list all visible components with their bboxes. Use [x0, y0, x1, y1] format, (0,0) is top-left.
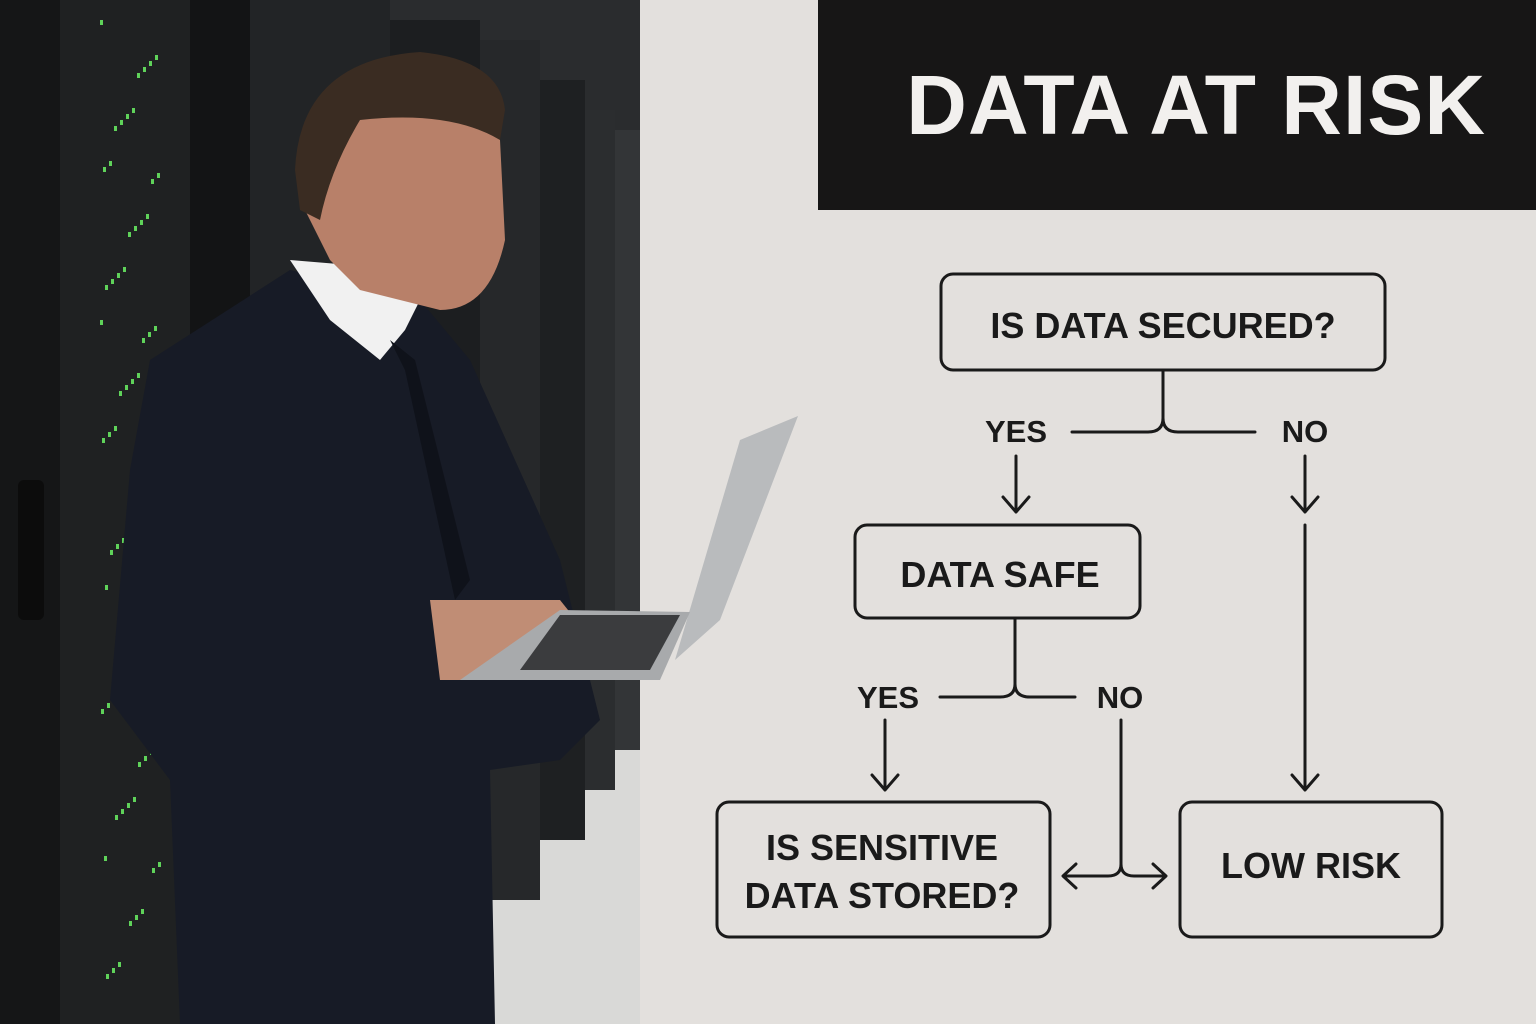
- led: [144, 756, 147, 761]
- led: [135, 915, 138, 920]
- led: [102, 438, 105, 443]
- led: [146, 214, 149, 219]
- led: [116, 544, 119, 549]
- led: [100, 20, 103, 25]
- led: [107, 703, 110, 708]
- led: [104, 856, 107, 861]
- node-data-safe: [853, 523, 1142, 620]
- arrow-no-1: [1290, 454, 1320, 514]
- title-text: DATA AT RISK: [906, 57, 1486, 152]
- node-label-sensitive-line2: DATA STORED?: [745, 875, 1020, 916]
- flowchart: [715, 272, 1444, 939]
- branch-connector-2: [938, 616, 1077, 699]
- led: [105, 285, 108, 290]
- led: [120, 120, 123, 125]
- led: [129, 921, 132, 926]
- node-low-risk: [1178, 800, 1444, 939]
- label-yes-1: YES: [985, 414, 1047, 449]
- led: [114, 426, 117, 431]
- arrow-no-2-split: [1061, 718, 1168, 890]
- led: [149, 61, 152, 66]
- branch-connector-1: [1070, 368, 1257, 434]
- node-label-low-risk: LOW RISK: [1221, 845, 1401, 886]
- led: [115, 815, 118, 820]
- led: [112, 968, 115, 973]
- led: [138, 762, 141, 767]
- led: [141, 909, 144, 914]
- led: [134, 226, 137, 231]
- led: [133, 797, 136, 802]
- led: [125, 385, 128, 390]
- led: [148, 332, 151, 337]
- led: [143, 67, 146, 72]
- led: [119, 391, 122, 396]
- node-label-sensitive-line1: IS SENSITIVE: [766, 827, 998, 868]
- led: [155, 55, 158, 60]
- label-yes-2: YES: [857, 680, 919, 715]
- led: [154, 326, 157, 331]
- led: [117, 273, 120, 278]
- label-no-2: NO: [1097, 680, 1144, 715]
- led: [108, 432, 111, 437]
- laptop: [460, 416, 798, 680]
- businessman: [110, 52, 600, 1024]
- led: [126, 114, 129, 119]
- led: [157, 173, 160, 178]
- led: [105, 585, 108, 590]
- label-no-1: NO: [1282, 414, 1329, 449]
- led: [127, 803, 130, 808]
- led: [109, 161, 112, 166]
- led: [123, 267, 126, 272]
- led: [101, 709, 104, 714]
- led: [128, 232, 131, 237]
- led: [132, 108, 135, 113]
- led: [137, 73, 140, 78]
- led: [131, 379, 134, 384]
- arrow-yes-2: [870, 718, 900, 792]
- led: [152, 868, 155, 873]
- led: [151, 179, 154, 184]
- title-banner: DATA AT RISK: [818, 0, 1536, 210]
- led: [118, 962, 121, 967]
- led: [100, 320, 103, 325]
- led: [121, 809, 124, 814]
- led: [140, 220, 143, 225]
- arrow-yes-1: [1001, 454, 1031, 514]
- led: [114, 126, 117, 131]
- led: [158, 862, 161, 867]
- led: [137, 373, 140, 378]
- flowchart-text: IS DATA SECURED? DATA SAFE IS SENSITIVE …: [745, 305, 1401, 916]
- node-label-is-data-secured: IS DATA SECURED?: [990, 305, 1335, 346]
- led: [103, 167, 106, 172]
- led: [142, 338, 145, 343]
- led: [111, 279, 114, 284]
- node-is-sensitive-data-stored: [715, 800, 1052, 939]
- led: [110, 550, 113, 555]
- arrow-to-low-risk: [1290, 523, 1320, 792]
- led: [106, 974, 109, 979]
- led: [122, 538, 125, 543]
- node-label-data-safe: DATA SAFE: [900, 554, 1099, 595]
